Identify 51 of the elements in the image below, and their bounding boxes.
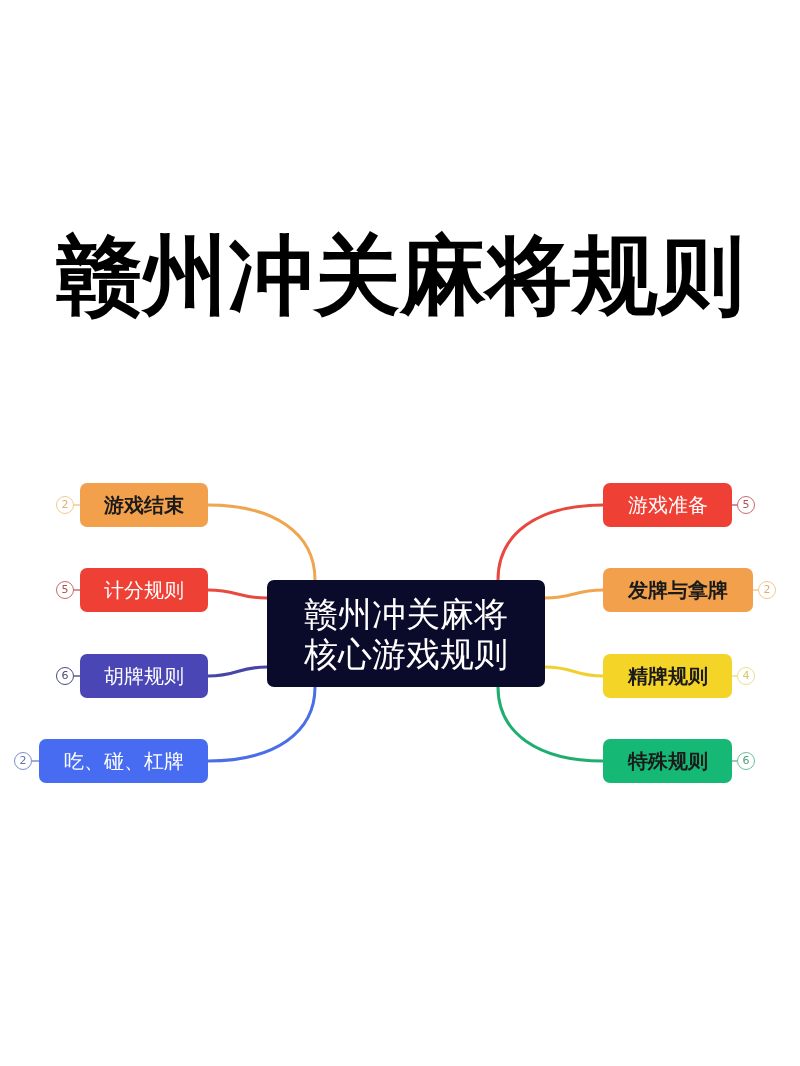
- badge-number: 5: [61, 584, 69, 596]
- badge-number: 2: [61, 499, 69, 511]
- topic-label: 游戏准备: [627, 493, 708, 517]
- branch-connector: [496, 503, 605, 582]
- count-badge: [56, 496, 74, 514]
- central-topic-box: [267, 580, 545, 687]
- branch-connector: [206, 588, 269, 600]
- branch-topic-box: [603, 568, 753, 612]
- badge-number: 6: [61, 670, 69, 682]
- badge-connector: [73, 675, 81, 677]
- count-badge: [737, 752, 755, 770]
- badge-connector: [73, 504, 81, 506]
- badge-connector: [731, 504, 738, 506]
- badge-number: 4: [742, 670, 750, 682]
- branch-topic-box: [603, 654, 732, 698]
- topic-label: 发牌与拿牌: [628, 578, 728, 602]
- central-topic-label: 赣州冲关麻将核心游戏规则: [303, 593, 509, 674]
- badge-connector: [731, 675, 738, 677]
- badge-number: 5: [742, 499, 750, 511]
- branch-topic-box: [80, 483, 208, 527]
- badge-number: 6: [742, 755, 750, 767]
- badge-number: 2: [763, 584, 771, 596]
- badge-connector: [752, 589, 759, 591]
- branch-topic-box: [603, 739, 732, 783]
- topic-label: 胡牌规则: [104, 664, 184, 688]
- count-badge: [737, 667, 755, 685]
- branch-topic-box: [603, 483, 732, 527]
- count-badge: [56, 667, 74, 685]
- count-badge: [758, 581, 776, 599]
- branch-connector: [206, 685, 317, 763]
- topic-label: 精牌规则: [627, 664, 708, 688]
- badge-connector: [31, 760, 40, 762]
- branch-connector: [543, 588, 605, 600]
- badge-number: 2: [19, 755, 27, 767]
- topic-label: 特殊规则: [627, 749, 708, 773]
- branch-connector: [543, 665, 605, 678]
- branch-topic-box: [39, 739, 208, 783]
- count-badge: [14, 752, 32, 770]
- branch-connector: [496, 685, 605, 763]
- badge-connector: [73, 589, 81, 591]
- count-badge: [56, 581, 74, 599]
- branch-connector: [206, 503, 317, 582]
- topic-label: 游戏结束: [104, 493, 184, 517]
- branch-topic-box: [80, 654, 208, 698]
- count-badge: [737, 496, 755, 514]
- title: 赣州冲关麻将规则: [56, 225, 744, 325]
- branch-connector: [206, 665, 269, 678]
- branch-topic-box: [80, 568, 208, 612]
- topic-label: 计分规则: [104, 578, 184, 602]
- badge-connector: [731, 760, 738, 762]
- topic-label: 吃、碰、杠牌: [63, 749, 184, 773]
